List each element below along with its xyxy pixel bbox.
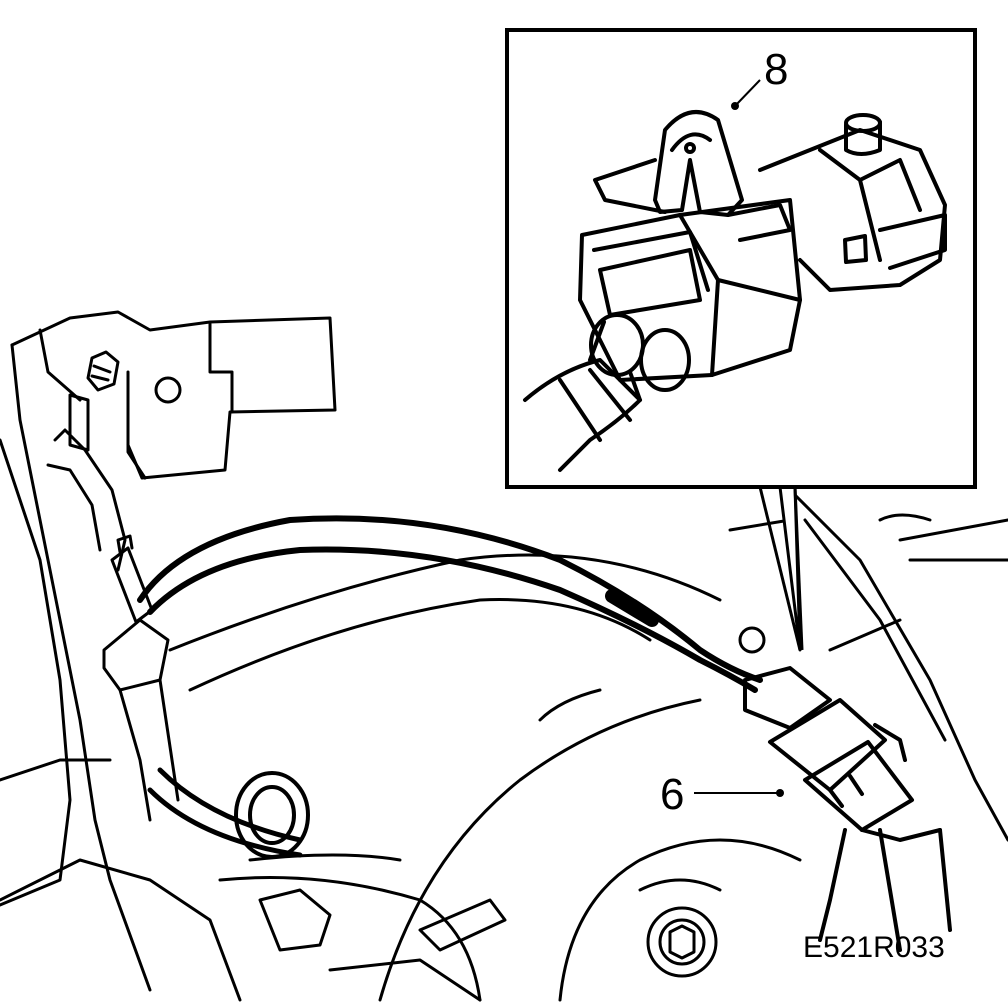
inset-frame	[505, 28, 977, 652]
wheel-housing	[168, 553, 802, 1002]
mounting-bracket	[86, 322, 234, 480]
wiring-harness	[137, 515, 766, 858]
mounting-nut	[638, 878, 722, 978]
grommet	[234, 771, 310, 859]
body-panel-right	[728, 488, 1008, 842]
connector-6	[743, 666, 952, 952]
callout-8: 8	[731, 45, 788, 110]
strut-tower	[46, 393, 127, 572]
inset-connector-detail	[523, 110, 947, 472]
body-panel-left	[0, 310, 337, 1002]
callout-6-label: 6	[660, 770, 684, 819]
callout-8-label: 8	[764, 45, 788, 94]
figure-reference-code: E521R033	[803, 931, 945, 964]
callout-6: 6	[660, 770, 784, 819]
lower-brackets	[258, 888, 507, 1002]
